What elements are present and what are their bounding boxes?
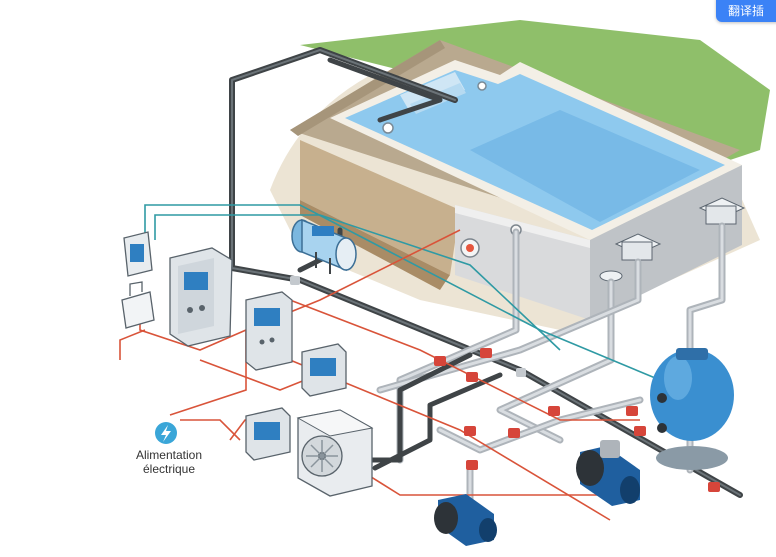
pump-icon [434, 440, 640, 546]
skimmer-icon [460, 197, 746, 282]
lightning-icon [155, 422, 177, 444]
heat-pump-icon [296, 409, 374, 497]
electrolyzer-icon [291, 218, 357, 274]
power-supply-label-line2: électrique [142, 462, 196, 476]
power-supply-label-line1: Alimentation [135, 448, 203, 462]
control-panel-icon [169, 247, 347, 461]
valve-icon [290, 276, 720, 492]
power-supply-label: Alimentation électrique [124, 448, 214, 476]
sand-filter-icon [650, 348, 734, 470]
translate-button[interactable]: 翻译插 [716, 0, 776, 22]
dosing-unit [121, 231, 155, 329]
